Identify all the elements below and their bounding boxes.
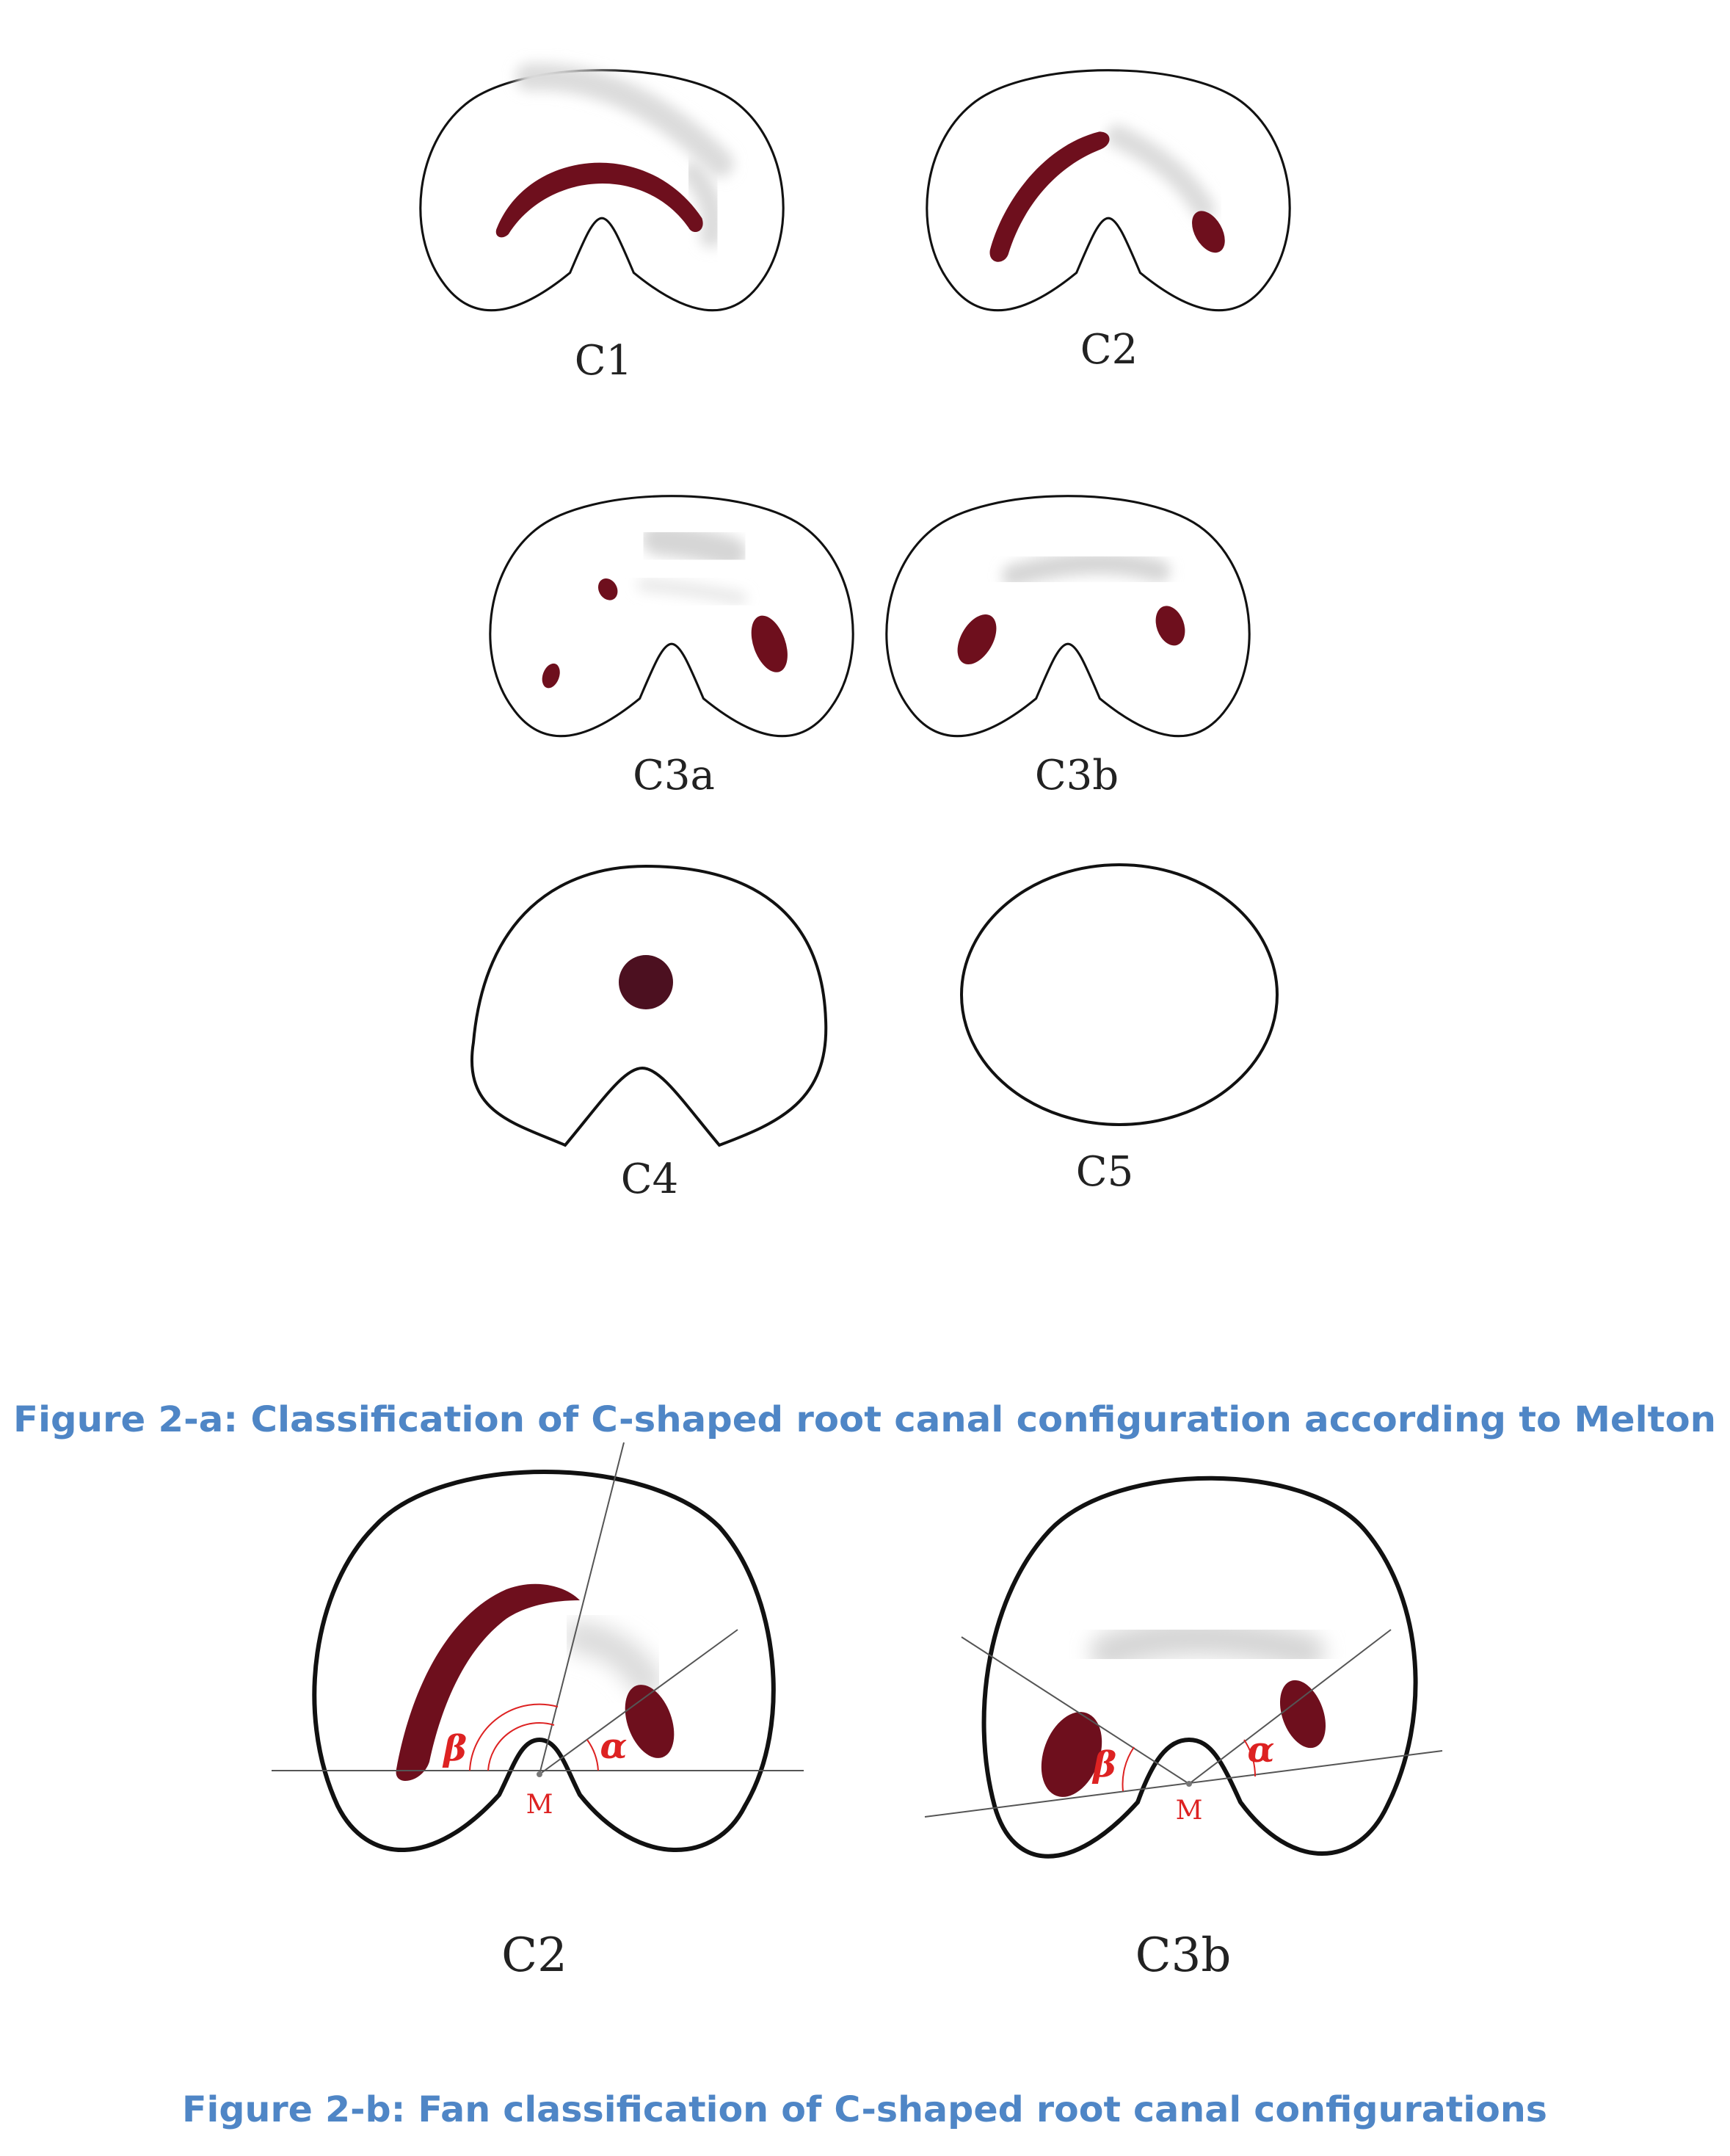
canal-c2-left [989,131,1110,262]
fan-label-c2: C2 [501,1928,567,1983]
fan-label-c3b: C3b [1135,1928,1232,1983]
shape-c2 [926,69,1291,312]
shape-c5 [960,863,1279,1126]
canal-c3a-left [542,663,560,689]
canal-c2-right [1192,211,1225,253]
beta-label-c3b: β [1091,1744,1116,1785]
caption-figure-2b: Figure 2-b: Fan classification of C-shap… [182,2089,1547,2130]
label-c1: C1 [575,337,632,385]
fan-canal-c3b-right [1279,1680,1326,1749]
center-label-c2: M [526,1790,553,1820]
fan-shape-c3b: β α M [924,1476,1443,1859]
label-c3a: C3a [633,752,715,799]
shape-c4 [470,864,828,1147]
fan-canal-c3b-left [1041,1712,1102,1797]
label-c4: C4 [621,1155,678,1203]
canal-c1 [495,162,703,238]
figure-2a: C1 C2 C3a C3b C4 C5 Figure 2-a: Classifi… [13,63,1716,1440]
label-c3b: C3b [1035,752,1119,799]
fan-canal-c2-left [396,1583,580,1782]
alpha-label-c3b: α [1248,1729,1275,1771]
figure-2b: β α M β α M C2 C3b Figure 2-b: Fan class… [182,1442,1547,2130]
caption-figure-2a: Figure 2-a: Classification of C-shaped r… [13,1399,1716,1440]
canal-c3a-top [597,578,618,600]
beta-label-c2: β [442,1728,467,1769]
shape-c3b [885,495,1251,738]
label-c5: C5 [1076,1148,1133,1196]
shape-c1 [419,63,785,312]
canal-c4 [619,955,673,1009]
alpha-label-c2: α [600,1726,628,1767]
center-label-c3b: M [1176,1796,1203,1826]
canal-c3b-left [957,614,997,664]
label-c2: C2 [1080,326,1138,374]
shape-c3a [489,495,854,738]
canal-c3b-right [1155,606,1185,646]
fan-shape-c2: β α M [272,1442,804,1852]
canal-c3a-right [751,615,788,672]
